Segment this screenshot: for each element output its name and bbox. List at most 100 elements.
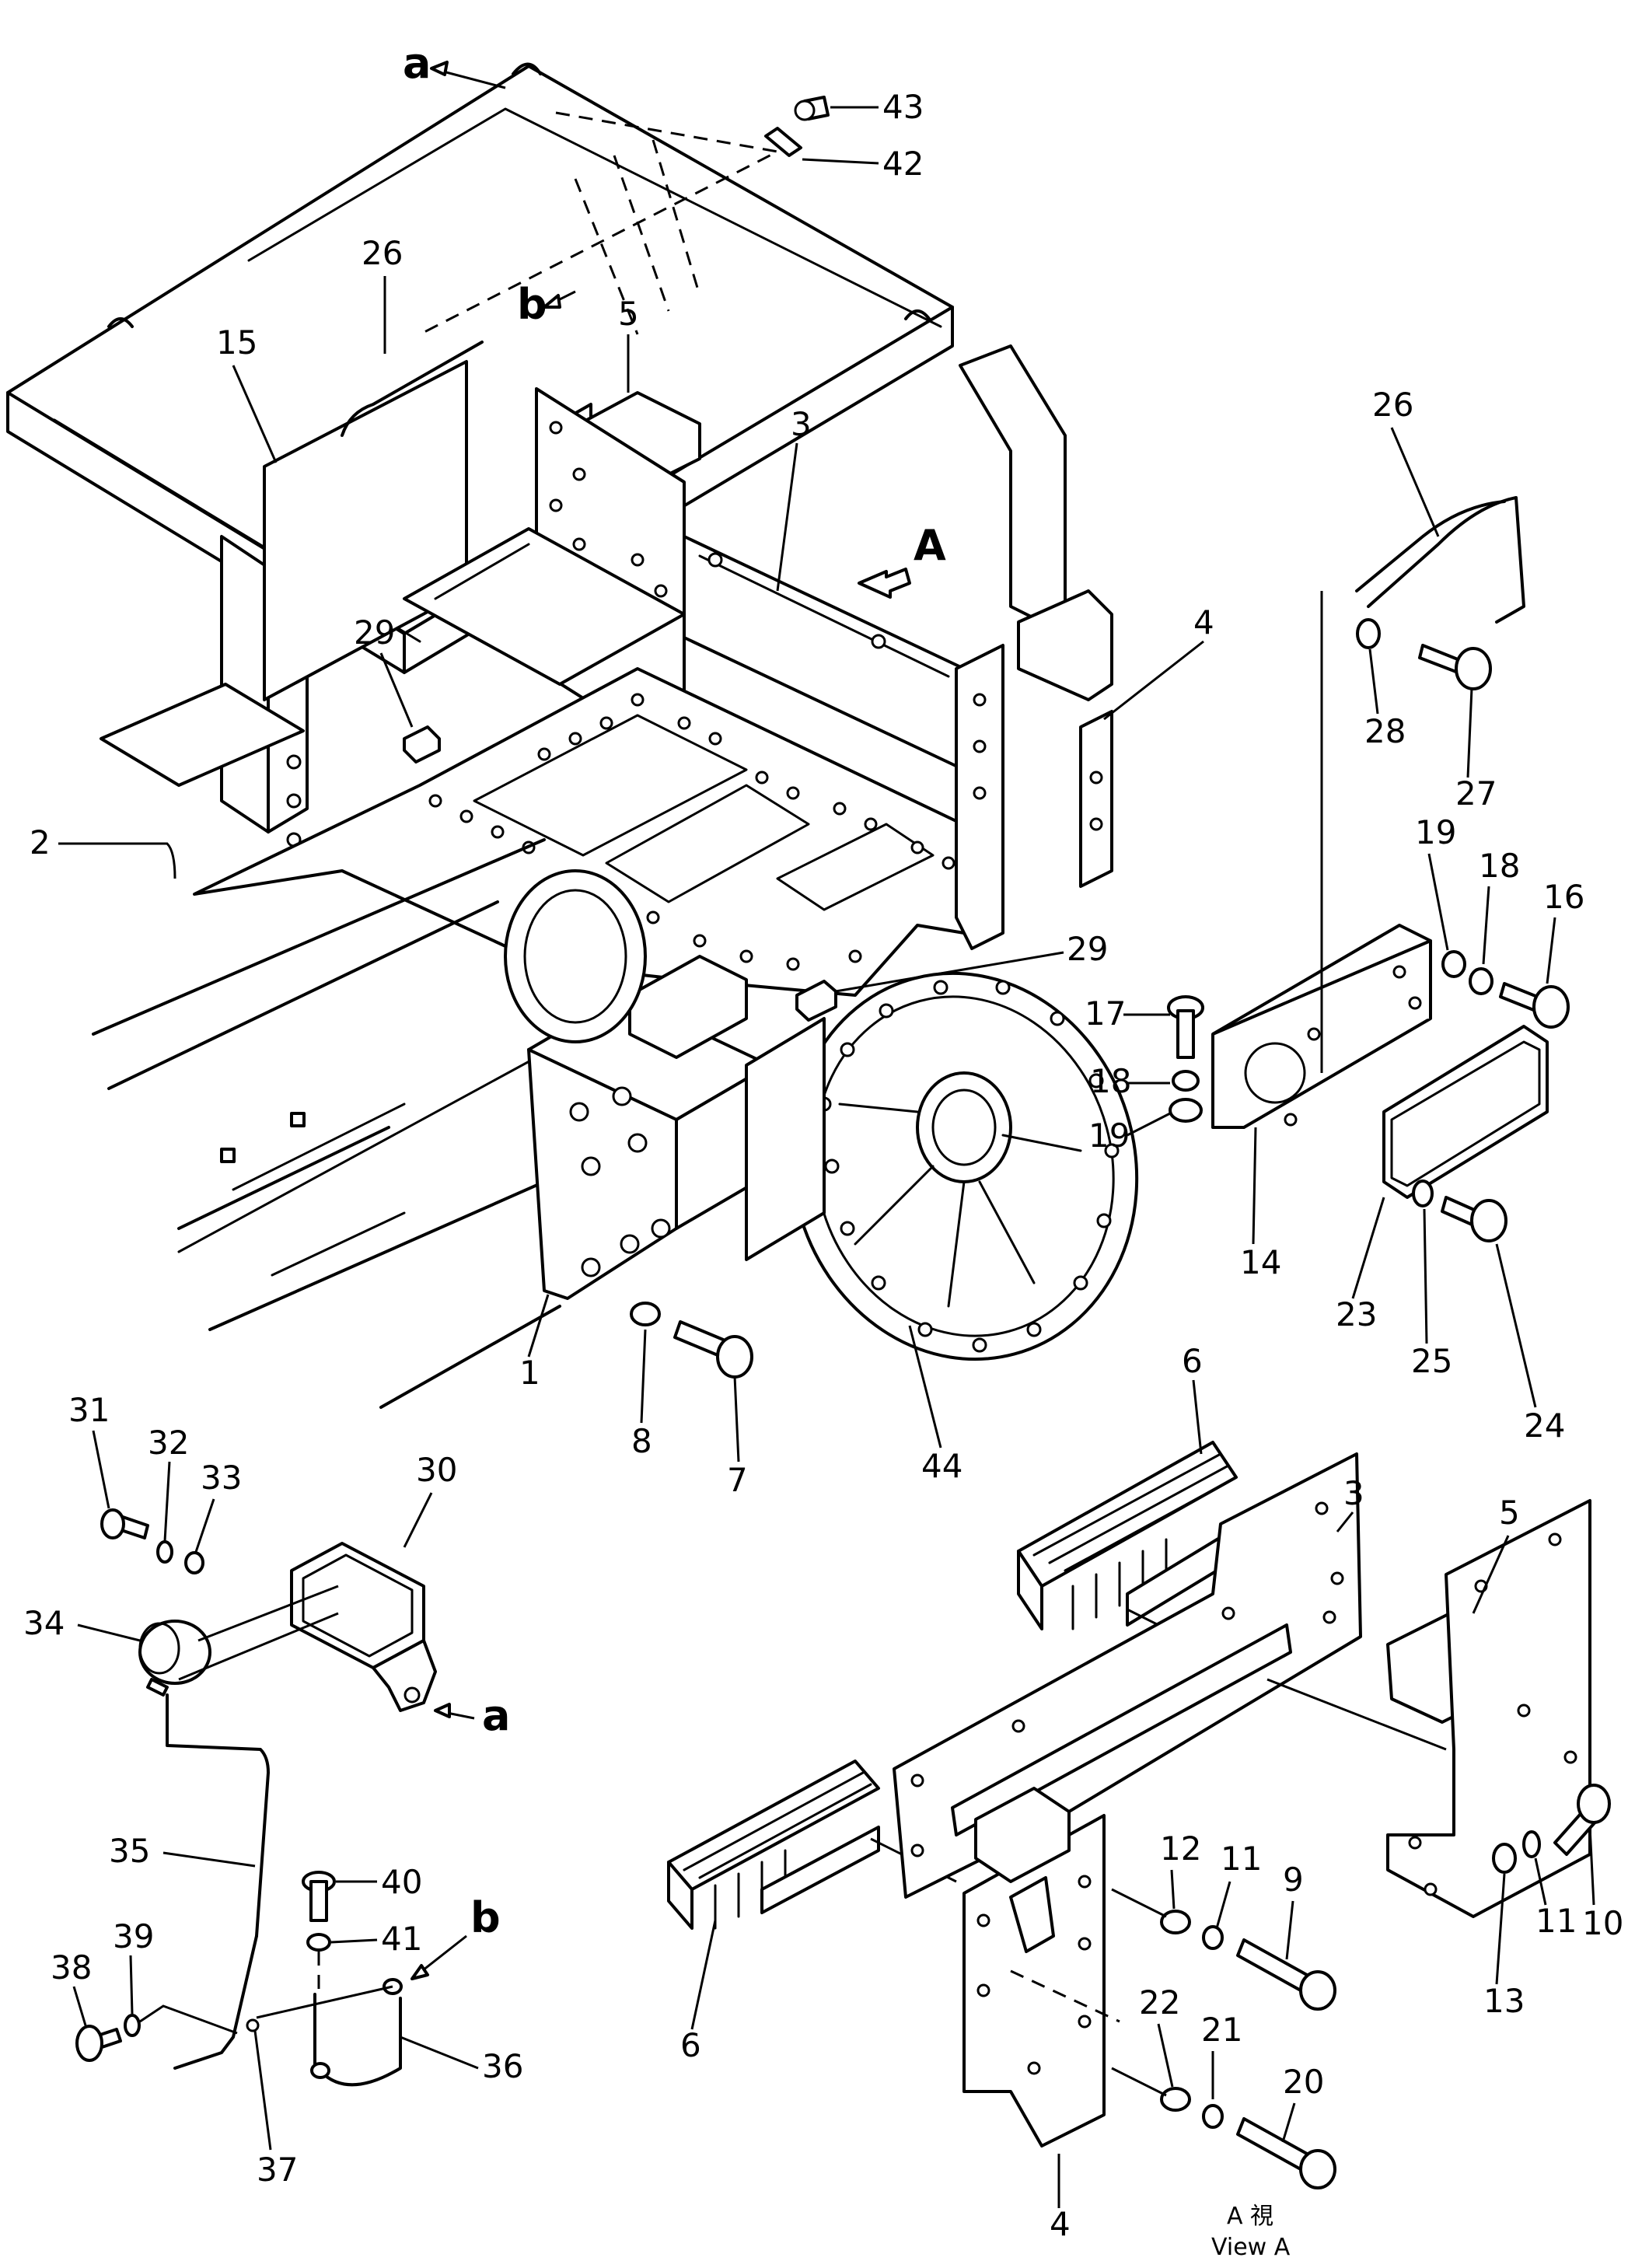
marker-a-lower-text: a bbox=[482, 1691, 510, 1740]
washer-19-left bbox=[1169, 1098, 1203, 1123]
callout-13: 13 bbox=[1483, 1982, 1525, 2020]
part-43-bolt bbox=[794, 96, 879, 121]
callout-3-upper: 3 bbox=[791, 405, 812, 443]
callout-33: 33 bbox=[201, 1459, 242, 1497]
callout-1: 1 bbox=[519, 1354, 540, 1392]
pad-29 bbox=[403, 725, 837, 1022]
washer-33 bbox=[184, 1551, 204, 1574]
callout-36: 36 bbox=[482, 2047, 523, 2085]
bolt-17 bbox=[1167, 995, 1204, 1059]
harness-35 bbox=[166, 1693, 270, 2070]
callout-23: 23 bbox=[1336, 1295, 1377, 1333]
callout-30: 30 bbox=[416, 1451, 457, 1489]
work-lamp-34 bbox=[138, 1620, 211, 1697]
bolt-31 bbox=[100, 1508, 149, 1539]
callout-27: 27 bbox=[1455, 774, 1497, 812]
washer-18-left bbox=[1172, 1070, 1200, 1092]
callout-7: 7 bbox=[727, 1461, 748, 1499]
lower-bolts bbox=[1111, 1784, 1611, 2189]
callout-24: 24 bbox=[1524, 1407, 1565, 1445]
ring-left bbox=[504, 869, 647, 1043]
callout-20: 20 bbox=[1283, 2063, 1324, 2101]
plate-3-lower bbox=[893, 1452, 1362, 1899]
view-a-arrow: A bbox=[858, 521, 946, 599]
callout-41: 41 bbox=[381, 1920, 422, 1958]
bolt-40 bbox=[302, 1871, 336, 1922]
callout-34: 34 bbox=[23, 1604, 65, 1642]
callout-11-b: 11 bbox=[1535, 1902, 1577, 1940]
callout-19-a: 19 bbox=[1088, 1117, 1130, 1155]
floor-tray bbox=[100, 527, 686, 787]
washer-8 bbox=[630, 1302, 661, 1326]
bracket-4-upper bbox=[955, 589, 1113, 950]
callout-16: 16 bbox=[1543, 878, 1584, 916]
callout-28: 28 bbox=[1364, 712, 1406, 750]
callout-29-a: 29 bbox=[354, 613, 395, 652]
marker-a-top: a bbox=[403, 39, 506, 89]
housing-44 bbox=[745, 971, 1139, 1361]
callout-18-b: 18 bbox=[1479, 847, 1520, 885]
cover-23 bbox=[1382, 1025, 1549, 1199]
bolt-24 bbox=[1441, 1196, 1507, 1242]
callout-4-lower: 4 bbox=[1050, 2205, 1071, 2243]
lamp-bracket-30 bbox=[290, 1542, 437, 1712]
callout-15: 15 bbox=[216, 323, 257, 362]
washer-18-right bbox=[1469, 967, 1493, 995]
callout-26-b: 26 bbox=[1372, 386, 1413, 424]
marker-a-lower: a bbox=[434, 1691, 510, 1740]
handrail-26 bbox=[1320, 496, 1525, 1073]
callout-29-b: 29 bbox=[1067, 930, 1108, 968]
callout-8: 8 bbox=[631, 1422, 652, 1460]
callout-2: 2 bbox=[30, 823, 51, 861]
callout-19-b: 19 bbox=[1415, 813, 1456, 851]
bolt-38-line bbox=[139, 2004, 238, 2035]
marker-b-lower: b bbox=[410, 1893, 501, 1980]
washer-41 bbox=[306, 1933, 331, 1952]
callout-37: 37 bbox=[257, 2151, 298, 2189]
washer-19-right bbox=[1441, 950, 1466, 978]
lamp-link-line bbox=[197, 1585, 339, 1642]
bolt-27 bbox=[1418, 644, 1492, 690]
view-a-label: A bbox=[914, 521, 946, 570]
callout-6-b: 6 bbox=[680, 2026, 701, 2064]
callout-43: 43 bbox=[882, 88, 924, 126]
marker-b-top: b bbox=[517, 280, 576, 329]
spacer-stack-6-top bbox=[1017, 1441, 1238, 1630]
bracket-4-lower bbox=[962, 1787, 1120, 2147]
washer-28 bbox=[1356, 618, 1381, 649]
washer-32 bbox=[156, 1540, 173, 1564]
view-caption-japanese: A 視 bbox=[1227, 2203, 1273, 2230]
marker-b-lower-text: b bbox=[470, 1893, 501, 1942]
clamp-link bbox=[256, 1985, 393, 2019]
callout-38: 38 bbox=[51, 1948, 92, 1987]
view-caption-english: View A bbox=[1211, 2234, 1291, 2261]
rops-canopy bbox=[6, 62, 954, 674]
callout-31: 31 bbox=[68, 1391, 110, 1429]
callout-11-a: 11 bbox=[1221, 1840, 1262, 1878]
callout-32: 32 bbox=[148, 1424, 189, 1462]
main-frame bbox=[92, 667, 997, 1409]
callout-42: 42 bbox=[882, 145, 924, 183]
callout-17: 17 bbox=[1085, 994, 1126, 1033]
callout-40: 40 bbox=[381, 1863, 422, 1901]
callout-39: 39 bbox=[113, 1917, 154, 1955]
callout-10: 10 bbox=[1582, 1904, 1623, 1942]
callout-44: 44 bbox=[921, 1447, 962, 1485]
callout-25: 25 bbox=[1411, 1342, 1452, 1380]
callout-22: 22 bbox=[1139, 1983, 1180, 2022]
housing-bolts bbox=[816, 980, 1120, 1353]
callout-18-a: 18 bbox=[1090, 1062, 1131, 1100]
washer-39 bbox=[124, 2014, 141, 2037]
callout-26-a: 26 bbox=[362, 234, 403, 272]
view-caption: A 視 View A bbox=[1211, 2203, 1291, 2261]
callout-labels: 1 2 3 3 4 4 5 5 6 6 7 8 9 10 11 11 12 13 bbox=[23, 88, 1623, 2243]
callout-6-a: 6 bbox=[1182, 1342, 1203, 1380]
bolt-38 bbox=[75, 2025, 122, 2062]
cover-36 bbox=[310, 1978, 403, 2087]
washer-25 bbox=[1412, 1179, 1434, 1207]
callout-9: 9 bbox=[1283, 1861, 1304, 1899]
bracket-5-lower bbox=[1266, 1499, 1591, 1918]
callout-35: 35 bbox=[109, 1832, 150, 1870]
part-42-plate bbox=[764, 127, 879, 165]
